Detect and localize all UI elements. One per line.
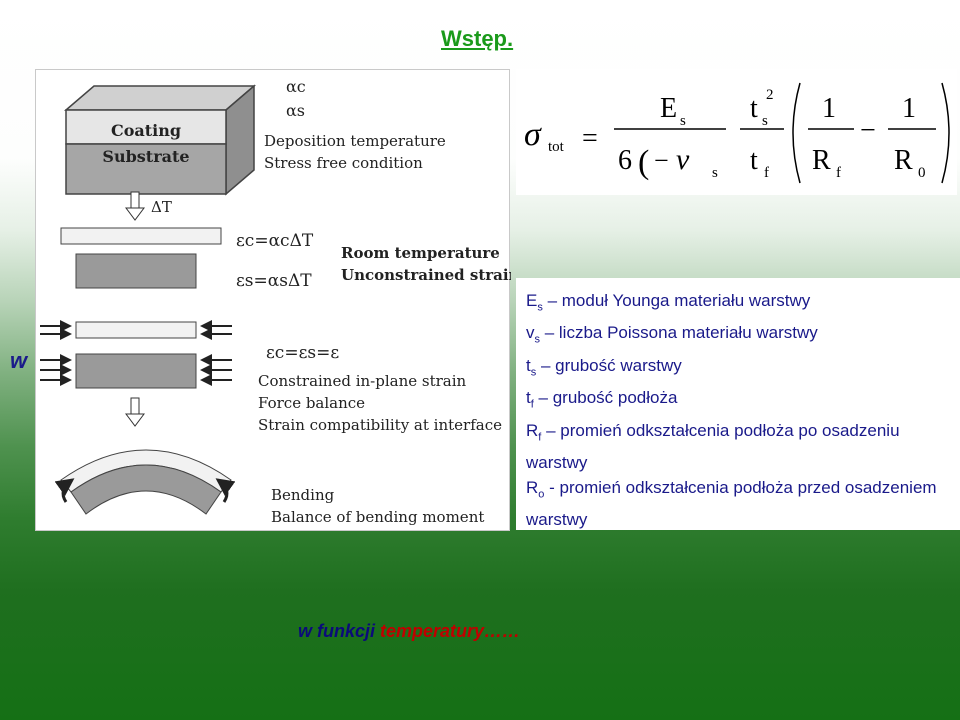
legend-symbol: R <box>526 477 539 497</box>
sigma-subscript: tot <box>548 139 565 155</box>
legend-description: – liczba Poissona materiału warstwy <box>540 323 818 343</box>
legend-description: – moduł Younga materiału warstwy <box>542 291 811 310</box>
thickness-f-sub: f <box>764 165 769 181</box>
thickness-s-sub: s <box>762 113 768 129</box>
side-mark: w <box>10 348 28 373</box>
substrate-layer-free <box>75 253 197 289</box>
equals-sign: = <box>582 123 598 154</box>
left-paren-icon <box>792 82 801 184</box>
legend-symbol: t <box>526 388 531 408</box>
bending-label: Bending <box>271 486 335 504</box>
one-minus: − <box>654 146 669 175</box>
legend-symbol: E <box>526 291 538 310</box>
legend-item: Es – moduł Younga materiału warstwy <box>526 288 954 320</box>
legend-symbol: R <box>526 420 539 440</box>
radius-f: R <box>812 145 831 176</box>
eps-c-label: εc=αcΔT <box>236 231 314 251</box>
coating-layer-constrained <box>75 321 197 339</box>
thickness-f: t <box>750 145 758 176</box>
legend-subscript: s <box>530 366 537 379</box>
minus-sign: − <box>860 115 876 146</box>
legend-symbol: t <box>526 355 531 375</box>
slide-title: Wstęp. <box>441 26 514 51</box>
coating-substrate-block: Coating Substrate <box>63 84 257 196</box>
poisson-sub: s <box>712 165 718 181</box>
stress-diagram-svg: Coating Substrate αc αs Deposition tempe… <box>40 77 520 526</box>
right-paren-icon <box>941 82 950 184</box>
legend-item: Ro - promień odkształcenia podłoża przed… <box>526 475 954 532</box>
bottom-note: w funkcji temperatury…… <box>298 621 520 642</box>
substrate-label: Substrate <box>102 147 189 166</box>
bent-bilayer <box>60 449 232 515</box>
unconstrained-label: Unconstrained strain <box>341 266 511 284</box>
coating-layer-free <box>60 227 222 245</box>
legend-item: tf – grubość podłoża <box>526 385 954 417</box>
force-arrows-icon <box>40 320 232 386</box>
room-temp-label: Room temperature <box>341 244 500 262</box>
sigma-symbol: σ <box>524 116 542 153</box>
legend-symbol: v <box>526 323 535 343</box>
bottom-note-part2: temperatury…… <box>380 621 521 641</box>
alpha-c-label: αc <box>286 77 306 96</box>
young-modulus-sub: s <box>680 113 686 129</box>
thickness-s: t <box>750 93 758 124</box>
six-coefficient: 6 <box>618 145 632 176</box>
legend-description: – grubość warstwy <box>536 355 682 375</box>
down-arrow-icon <box>125 191 145 221</box>
deposition-label: Deposition temperature <box>264 132 446 150</box>
stoney-formula-svg: σ tot = E s 6 ( − ν s t s 2 t f 1 R f − … <box>524 82 950 184</box>
legend-subscript: s <box>537 301 543 314</box>
stress-diagram: Coating Substrate αc αs Deposition tempe… <box>35 69 520 531</box>
strain-compat-label: Strain compatibility at interface <box>258 416 502 434</box>
poisson-ratio: ν <box>676 143 690 176</box>
stress-free-label: Stress free condition <box>264 154 423 172</box>
svg-text:(: ( <box>638 144 649 181</box>
young-modulus: E <box>660 93 677 124</box>
eps-equal-label: εc=εs=ε <box>266 343 339 363</box>
down-arrow-icon <box>125 397 145 427</box>
legend-item: Rf – promień odkształcenia podłoża po os… <box>526 418 954 475</box>
one-numerator-2: 1 <box>902 93 916 124</box>
thickness-s-sup: 2 <box>766 87 774 103</box>
legend-item: vs – liczba Poissona materiału warstwy <box>526 320 954 352</box>
bending-arrows-icon <box>54 478 236 503</box>
radius-f-sub: f <box>836 165 841 181</box>
stoney-formula: σ tot = E s 6 ( − ν s t s 2 t f 1 R f − … <box>516 69 957 195</box>
radius-0: R <box>894 145 913 176</box>
bottom-note-part1: w funkcji <box>298 621 381 641</box>
constrained-label: Constrained in-plane strain <box>258 372 467 390</box>
balance-moment-label: Balance of bending moment <box>271 508 484 526</box>
force-balance-label: Force balance <box>258 394 365 412</box>
legend-subscript: f <box>538 430 542 443</box>
legend-subscript: f <box>530 398 534 411</box>
alpha-s-label: αs <box>286 101 305 120</box>
legend-description: – promień odkształcenia podłoża po osadz… <box>526 420 900 472</box>
legend-subscript: o <box>538 488 545 501</box>
one-numerator-1: 1 <box>822 93 836 124</box>
delta-t-label: ΔT <box>151 198 172 216</box>
eps-s-label: εs=αsΔT <box>236 271 312 291</box>
legend-description: – grubość podłoża <box>533 388 678 408</box>
legend-description: - promień odkształcenia podłoża przed os… <box>526 477 937 530</box>
legend-subscript: s <box>534 333 541 346</box>
substrate-layer-constrained <box>75 353 197 389</box>
coating-label: Coating <box>111 121 181 140</box>
radius-0-sub: 0 <box>918 165 926 181</box>
legend-item: ts – grubość warstwy <box>526 353 954 385</box>
